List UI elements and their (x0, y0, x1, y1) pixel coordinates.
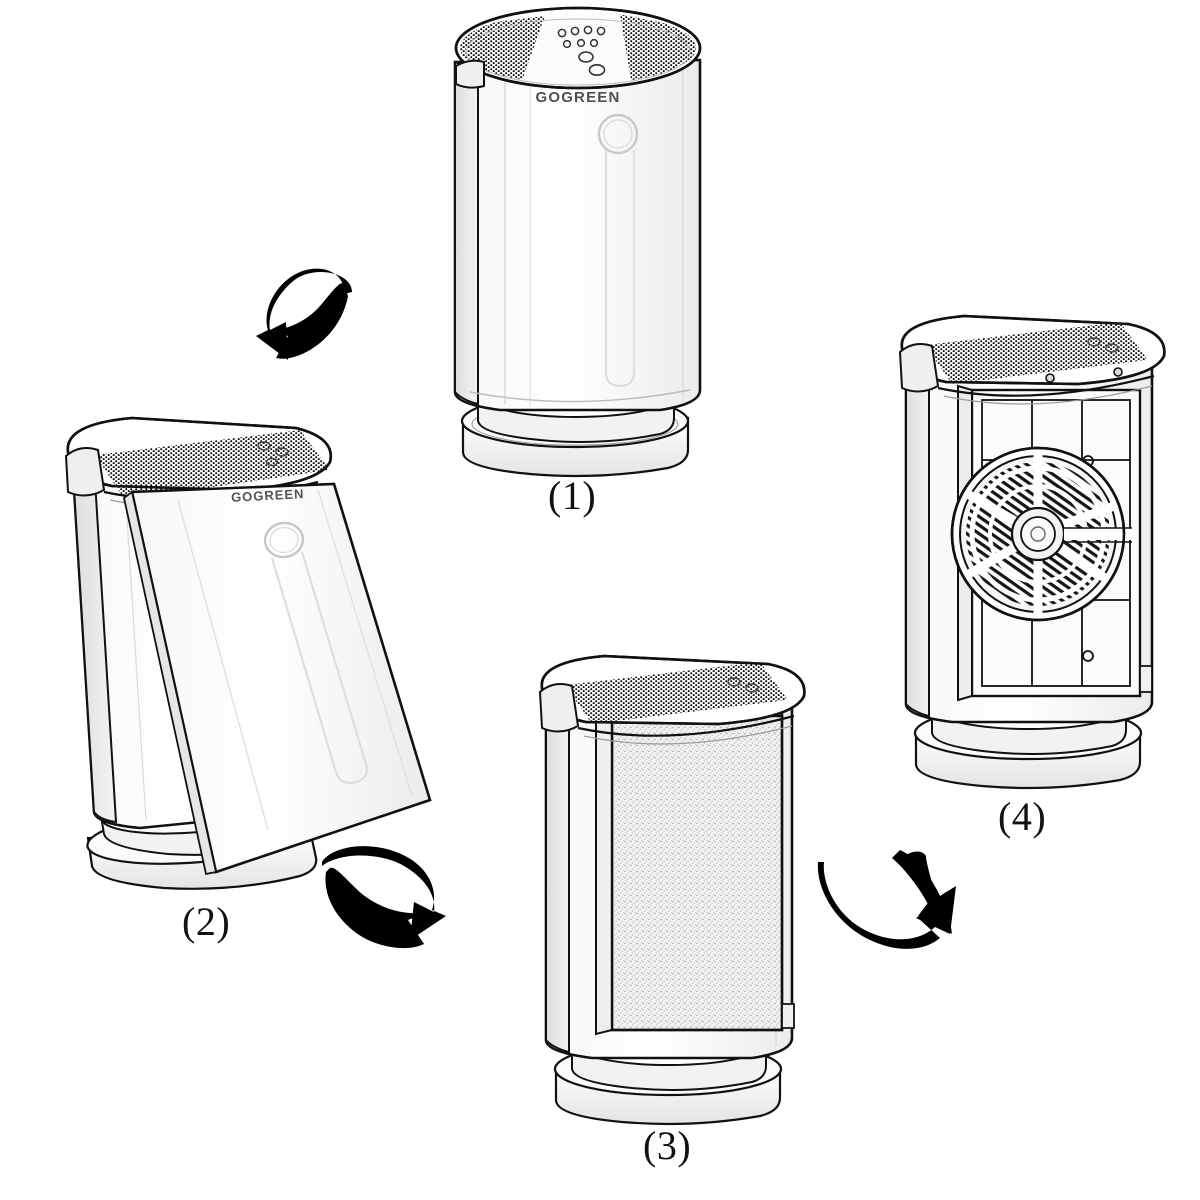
step-label-2: (2) (182, 899, 231, 944)
control-buttons-2[interactable] (257, 441, 289, 467)
step-4-illustration (898, 314, 1166, 790)
step-1-illustration: GOGREEN (453, 6, 702, 478)
step-2-illustration: GOGREEN (64, 416, 432, 890)
control-buttons-4[interactable] (1087, 337, 1119, 353)
top-grille-panel-3 (538, 654, 806, 745)
control-buttons-3[interactable] (727, 677, 759, 693)
front-control-recess-2[interactable] (263, 521, 368, 784)
step-label-4: (4) (998, 794, 1047, 839)
arrow-2-to-3 (322, 846, 446, 949)
fan-assembly-4[interactable] (950, 446, 1132, 622)
top-grille-panel-4 (898, 314, 1166, 405)
step-label-3: (3) (643, 1123, 692, 1168)
brand-logo-2: GOGREEN (231, 486, 305, 505)
step-3-illustration (538, 654, 806, 1126)
control-buttons-1[interactable] (557, 25, 606, 77)
filter-cartridge-3[interactable] (595, 704, 795, 1036)
arrow-1-to-2 (256, 268, 352, 360)
brand-logo-1: GOGREEN (535, 89, 620, 106)
step-label-1: (1) (548, 473, 597, 518)
top-grille-panel-2 (64, 416, 333, 509)
arrow-3-to-4 (817, 850, 956, 949)
detached-front-cover-2[interactable]: GOGREEN (122, 482, 432, 876)
front-control-recess-1[interactable] (597, 113, 639, 388)
purifier-body-1 (453, 58, 702, 412)
top-grille-panel-1 (454, 6, 702, 90)
